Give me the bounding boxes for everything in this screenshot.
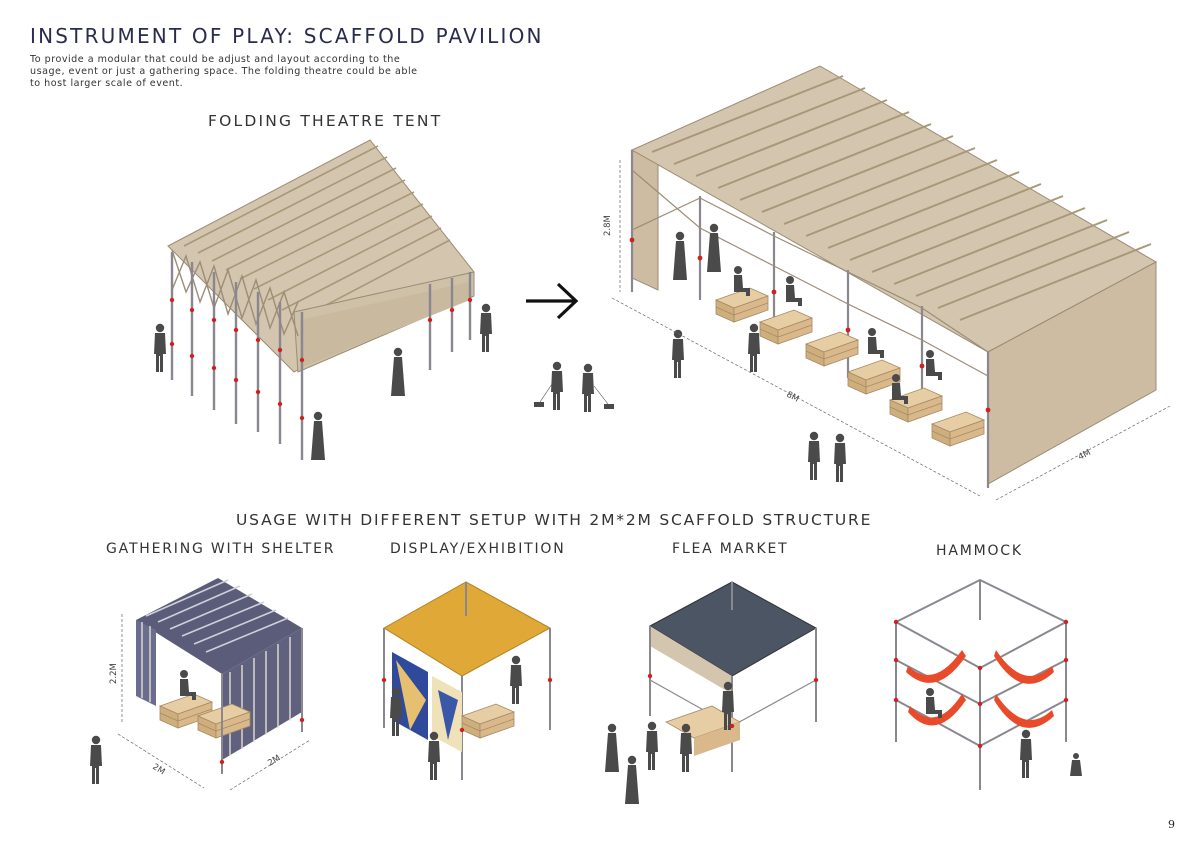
exhibition-illustration <box>381 581 553 780</box>
intro-text: To provide a modular that could be adjus… <box>30 54 418 89</box>
gathering-width-dimension: 2M <box>150 762 166 777</box>
usage-caption: USAGE WITH DIFFERENT SETUP WITH 2M*2M SC… <box>236 511 873 529</box>
gathering-height-dimension: 2.2M <box>109 663 119 684</box>
folding-tent-caption: FOLDING THEATRE TENT <box>208 112 443 130</box>
dog-walkers-figures <box>534 361 614 412</box>
page-number: 9 <box>1168 818 1175 831</box>
display-caption: DISPLAY/EXHIBITION <box>390 541 566 557</box>
width-dimension: 4M <box>1077 448 1093 463</box>
hammock-illustration <box>893 578 1082 790</box>
height-dimension: 2.8M <box>603 215 613 236</box>
length-dimension: 8M <box>785 390 801 405</box>
gathering-depth-dimension: 2M <box>266 753 282 768</box>
page-title: INSTRUMENT OF PLAY: SCAFFOLD PAVILION <box>30 24 544 48</box>
right-arrow-icon <box>526 282 579 320</box>
hammock-caption: HAMMOCK <box>936 543 1023 559</box>
open-tent-illustration: 2.8M 8M 4M <box>603 65 1171 501</box>
gathering-shelter-illustration: 2.2M 2M 2M <box>90 578 311 791</box>
folded-tent-illustration <box>154 139 492 460</box>
flea-market-illustration <box>605 581 819 804</box>
flea-market-caption: FLEA MARKET <box>672 541 789 557</box>
gathering-caption: GATHERING WITH SHELTER <box>106 541 336 557</box>
